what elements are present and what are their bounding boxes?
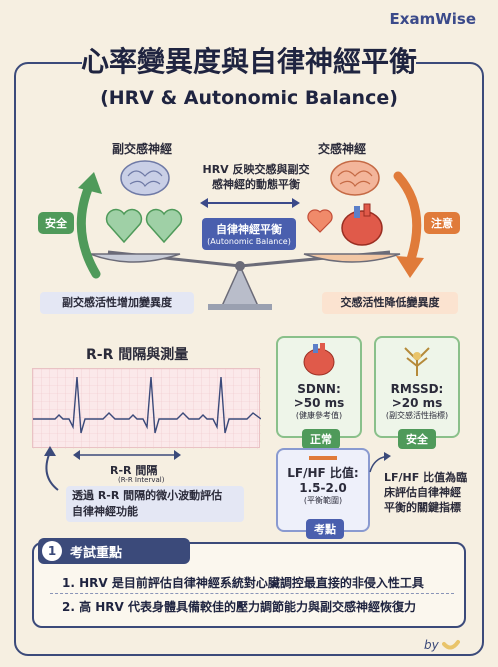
sympathetic-label: 交感神經 [318, 142, 367, 156]
exam-heading: 考試重點 [70, 546, 123, 561]
rmssd-card: RMSSD: >20 ms (副交感活性指標) [374, 336, 460, 438]
down-arrow-icon [393, 171, 424, 278]
double-arrow-icon [200, 198, 300, 208]
lfhf-note: LF/HF 比值為臨 床評估自律神經 平衡的關鍵指標 [384, 471, 468, 514]
balance-scale-icon [90, 250, 401, 310]
ecg-waveform [33, 369, 262, 449]
rmssd-value: >20 ms [391, 396, 443, 410]
page-title: 心率變異度與自律神經平衡 [80, 45, 417, 78]
ecg-strip [32, 368, 262, 449]
exam-point-row: 1. HRV 是目前評估自律神經系統對心臟調控最直接的非侵入性工具 [50, 572, 454, 594]
autonomic-balance-badge: 自律神經平衡 (Autonomic Balance) [202, 218, 296, 250]
nerve-icon [404, 347, 430, 376]
banana-icon [442, 640, 460, 650]
green-hearts-icon [105, 208, 183, 244]
exam-number-badge: 1 [42, 541, 62, 561]
brain-icon-left [120, 160, 170, 196]
lfhf-tag: 考點 [306, 519, 344, 539]
safe-tag: 安全 [38, 212, 74, 234]
rmssd-tag-wrap: 安全 [398, 428, 436, 449]
sdnn-desc: (健康參考值) [295, 411, 343, 420]
exam-header: 1 考試重點 [38, 538, 190, 564]
caution-tag: 注意 [424, 212, 460, 234]
sdnn-card: SDNN: >50 ms (健康參考值) [276, 336, 362, 438]
pointer-arrow-icon [369, 452, 391, 473]
rr-note: 透過 R-R 間隔的微小波動評估 自律神經功能 [66, 486, 244, 522]
up-arrow-icon [76, 172, 102, 279]
rmssd-tag: 安全 [398, 429, 436, 449]
rr-interval-label: R-R 間隔 [110, 464, 158, 477]
sdnn-tag-wrap: 正常 [302, 428, 340, 449]
anatomical-heart-icon [307, 203, 383, 246]
heart-icon [303, 343, 335, 376]
rr-heading: R-R 間隔與測量 [86, 347, 189, 363]
sympathetic-note: 交感活性降低變異度 [322, 292, 458, 314]
lfhf-card: LF/HF 比值: 1.5-2.0 (平衡範圍) [276, 448, 370, 532]
rmssd-name: RMSSD: [390, 382, 444, 396]
sdnn-value: >50 ms [293, 396, 345, 410]
title-background [82, 44, 416, 82]
curved-arrow-icon [44, 446, 59, 491]
rr-interval-sub: (R-R Interval) [118, 476, 165, 484]
brand-logo: ExamWise [389, 10, 476, 28]
footer-signature: by [424, 638, 439, 652]
lfhf-value: 1.5-2.0 [299, 481, 347, 495]
lfhf-desc: (平衡範圍) [303, 496, 343, 505]
lfhf-bar-icon [309, 456, 337, 460]
page-subtitle: (HRV & Autonomic Balance) [100, 87, 398, 109]
sdnn-name: SDNN: [297, 382, 341, 396]
parasympathetic-label: 副交感神經 [112, 142, 173, 156]
brain-icon-right [330, 160, 380, 196]
exam-point-row: 2. 高 HRV 代表身體具備較佳的壓力調節能力與副交感神經恢復力 [50, 596, 454, 618]
rr-interval-arrow-icon [73, 450, 181, 460]
lfhf-name: LF/HF 比值: [287, 466, 359, 480]
badge-title: 自律神經平衡 [216, 223, 282, 236]
badge-subtitle: (Autonomic Balance) [207, 237, 291, 246]
balance-description: HRV 反映交感與副交 感神經的動態平衡 [202, 163, 310, 191]
lfhf-tag-wrap: 考點 [306, 518, 344, 539]
parasympathetic-note: 副交感活性增加變異度 [40, 292, 194, 314]
exam-point-2: 2. 高 HRV 代表身體具備較佳的壓力調節能力與副交感神經恢復力 [62, 600, 417, 614]
sdnn-tag: 正常 [302, 429, 340, 449]
rmssd-desc: (副交感活性指標) [385, 411, 449, 420]
exam-point-1: 1. HRV 是目前評估自律神經系統對心臟調控最直接的非侵入性工具 [62, 576, 424, 590]
